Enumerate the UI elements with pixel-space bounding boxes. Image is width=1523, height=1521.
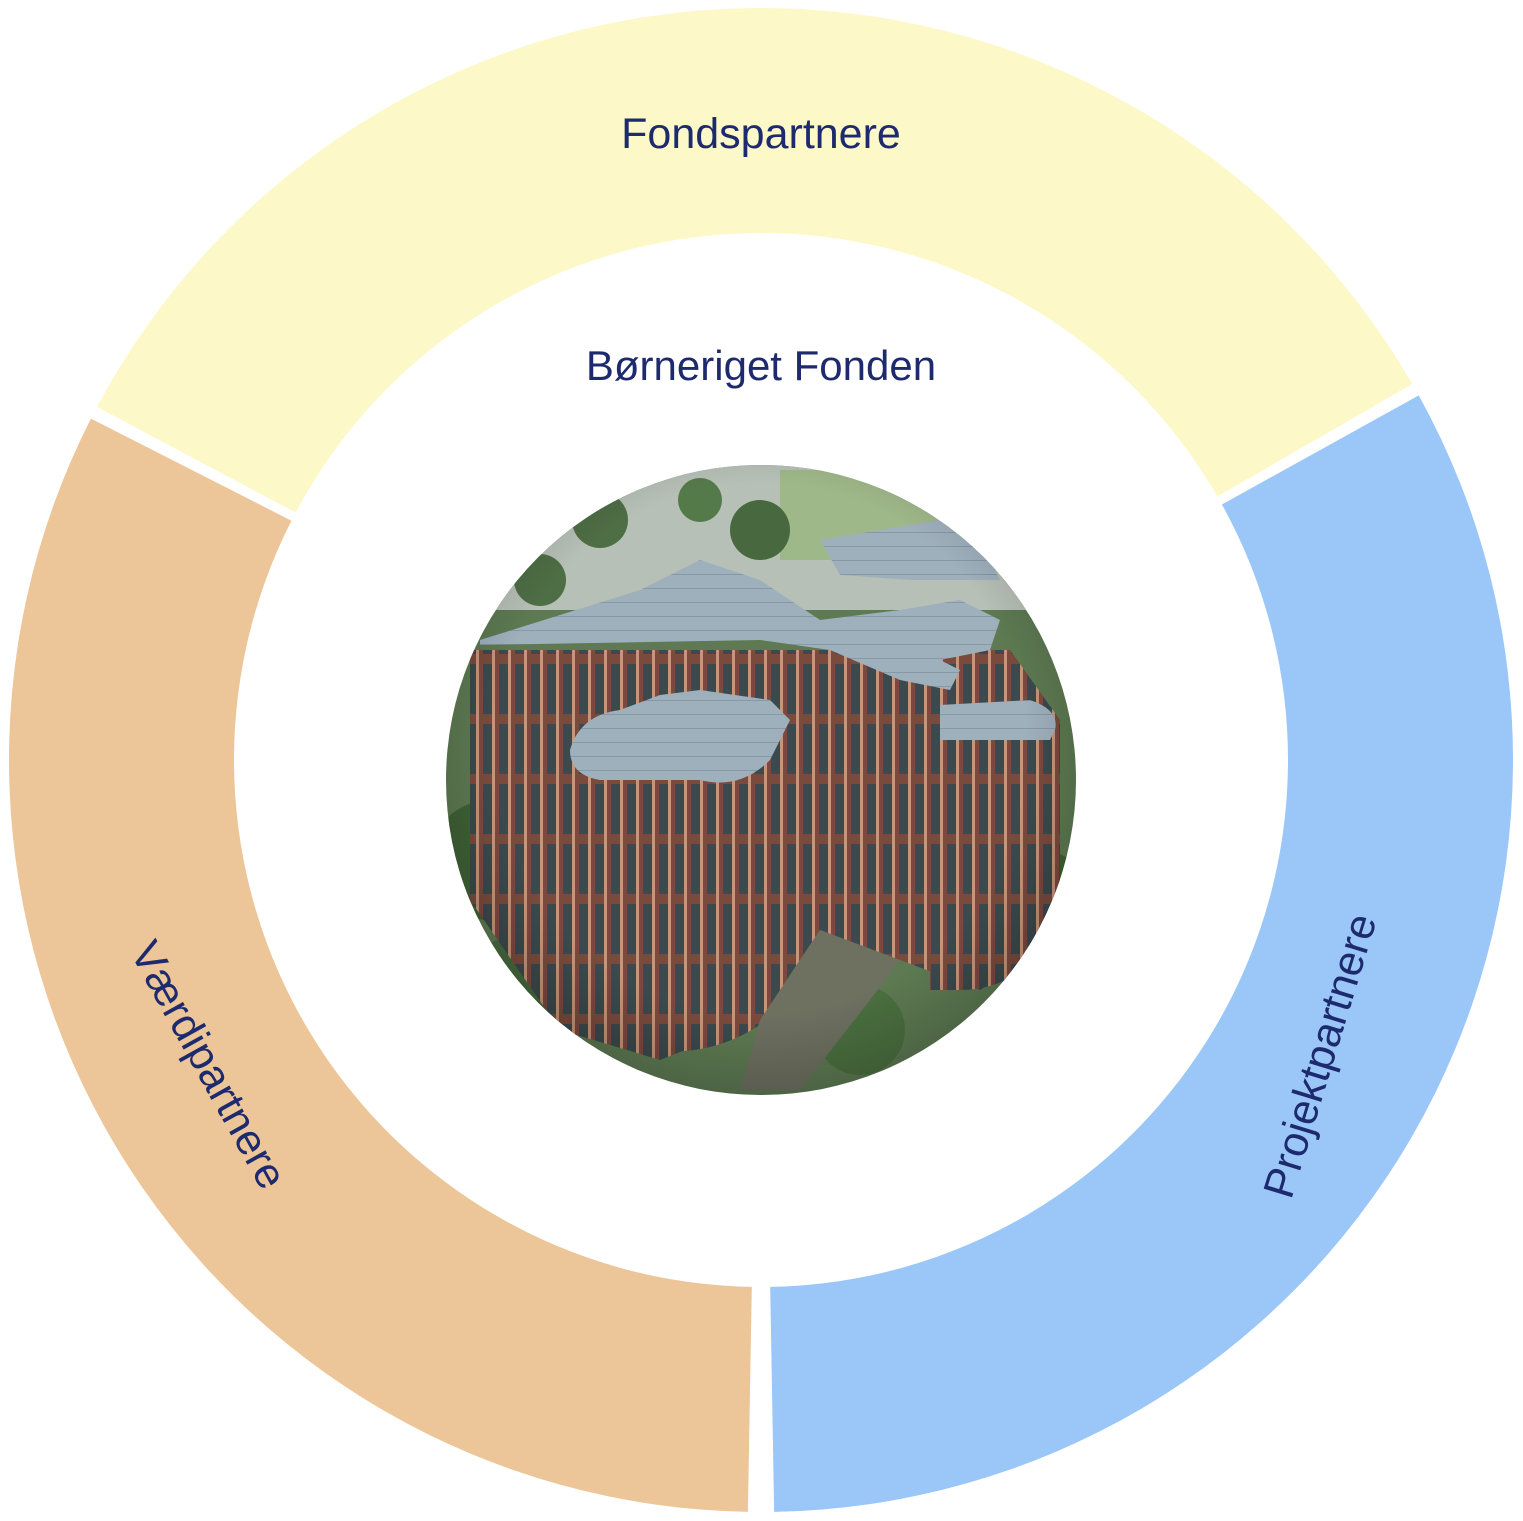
center-title: Børneriget Fonden (586, 342, 936, 389)
label-fondspartnere: Fondspartnere (621, 110, 901, 158)
building-photo (430, 460, 1090, 1100)
segment-fondspartnere (97, 8, 1412, 513)
